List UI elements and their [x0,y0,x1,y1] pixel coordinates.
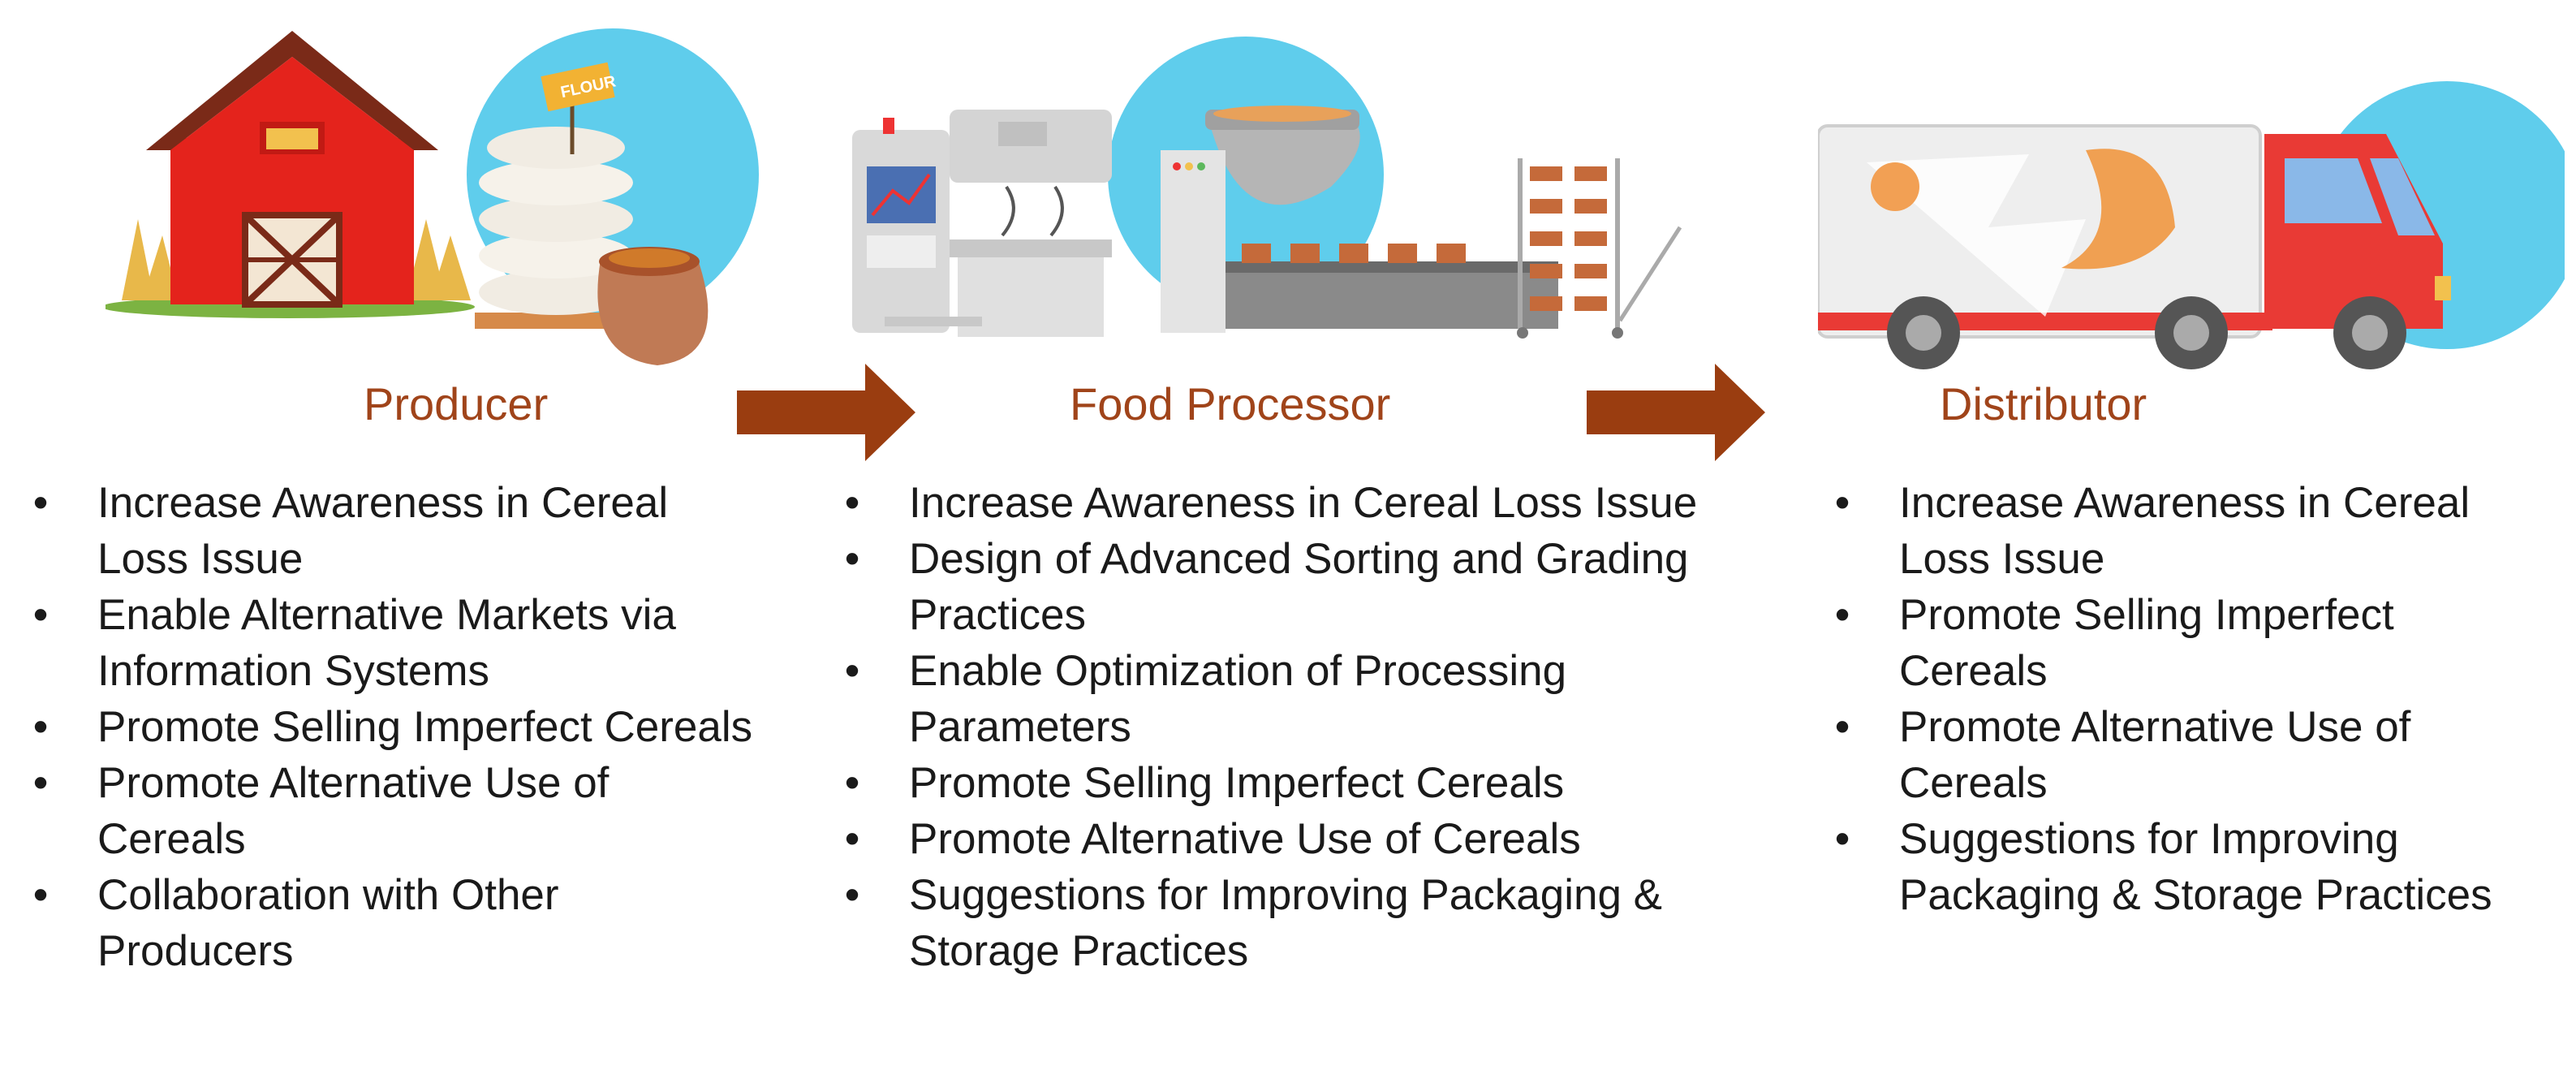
bullet-glyph: • [844,759,860,807]
bullet-glyph: • [32,759,49,807]
action-text: Increase Awareness in Cereal Loss Issue [909,479,1698,527]
list-item: • Promote Selling Imperfect Cereals [24,699,755,755]
list-item: • Promote Selling Imperfect Cereals [836,755,1769,811]
bullet-glyph: • [844,647,860,695]
action-text: Promote Selling Imperfect Cereals [97,703,753,751]
corn-stalk-left [122,219,179,300]
food-processor-illustration [852,37,1682,339]
grain-sack-icon [597,247,709,365]
bullet-glyph: • [32,479,49,527]
control-panel-machine-icon [852,118,950,333]
action-text: Enable Optimization of Processing Parame… [909,647,1567,751]
list-item: • Suggestions for Improving Packaging & S… [1826,811,2540,923]
bullet-glyph: • [844,479,860,527]
bullet-glyph: • [32,703,49,751]
bullet-glyph: • [1834,815,1850,863]
bullet-glyph: • [32,591,49,639]
bullet-glyph: • [1834,591,1850,639]
flow-arrow-processor-to-distributor [1587,364,1765,461]
bullet-glyph: • [844,815,860,863]
list-item: • Promote Selling Imperfect Cereals [1826,587,2540,699]
list-item: • Design of Advanced Sorting and Grading … [836,531,1769,643]
action-text: Promote Selling Imperfect Cereals [909,759,1565,807]
baking-rack-icon [1517,158,1682,339]
conveyor-belt-icon [1226,244,1558,329]
stage-title-producer: Producer [364,378,549,429]
stage-title-distributor: Distributor [1940,378,2147,429]
action-text: Promote Alternative Use of Cereals [909,815,1581,863]
action-text: Promote Alternative Use of Cereals [1899,703,2411,807]
delivery-truck-icon [1818,124,2451,369]
flow-arrow-producer-to-processor [737,364,915,461]
list-item: • Enable Alternative Markets via Informat… [24,587,755,699]
list-item: • Promote Alternative Use of Cereals [24,755,755,867]
action-text: Increase Awareness in Cereal Loss Issue [97,479,669,583]
list-item: • Increase Awareness in Cereal Loss Issue [1826,475,2540,587]
action-text: Increase Awareness in Cereal Loss Issue [1899,479,2470,583]
bullet-glyph: • [1834,703,1850,751]
flour-sign-icon: FLOUR [541,62,618,154]
bullet-glyph: • [1834,479,1850,527]
food-processor-actions-list: • Increase Awareness in Cereal Loss Issue… [836,475,1769,979]
producer-illustration: FLOUR [106,28,759,365]
bun-icon [1871,162,1919,211]
bullet-glyph: • [844,871,860,919]
action-text: Design of Advanced Sorting and Grading P… [909,535,1689,639]
producer-actions-list: • Increase Awareness in Cereal Loss Issue… [24,475,755,979]
action-text: Suggestions for Improving Packaging & St… [1899,815,2492,919]
stage-title-food-processor: Food Processor [1070,378,1391,429]
barn-icon [146,31,438,308]
action-text: Promote Alternative Use of Cereals [97,759,610,863]
list-item: • Collaboration with Other Producers [24,867,755,979]
list-item: • Promote Alternative Use of Cereals [1826,699,2540,811]
list-item: • Suggestions for Improving Packaging & S… [836,867,1769,979]
mixer-machine-icon [885,110,1112,337]
action-text: Promote Selling Imperfect Cereals [1899,591,2394,695]
flour-sacks-icon [475,127,633,329]
action-text: Collaboration with Other Producers [97,871,559,975]
action-text: Enable Alternative Markets via Informati… [97,591,676,695]
list-item: • Promote Alternative Use of Cereals [836,811,1769,867]
list-item: • Increase Awareness in Cereal Loss Issue [836,475,1769,531]
dough-hopper-icon [1161,106,1360,333]
list-item: • Increase Awareness in Cereal Loss Issue [24,475,755,587]
bullet-glyph: • [844,535,860,583]
distributor-actions-list: • Increase Awareness in Cereal Loss Issue… [1826,475,2540,923]
croissant-icon [2061,149,2175,270]
action-text: Suggestions for Improving Packaging & St… [909,871,1663,975]
bullet-glyph: • [32,871,49,919]
distributor-illustration [1818,81,2565,369]
corn-stalk-right [406,219,471,300]
list-item: • Enable Optimization of Processing Param… [836,643,1769,755]
